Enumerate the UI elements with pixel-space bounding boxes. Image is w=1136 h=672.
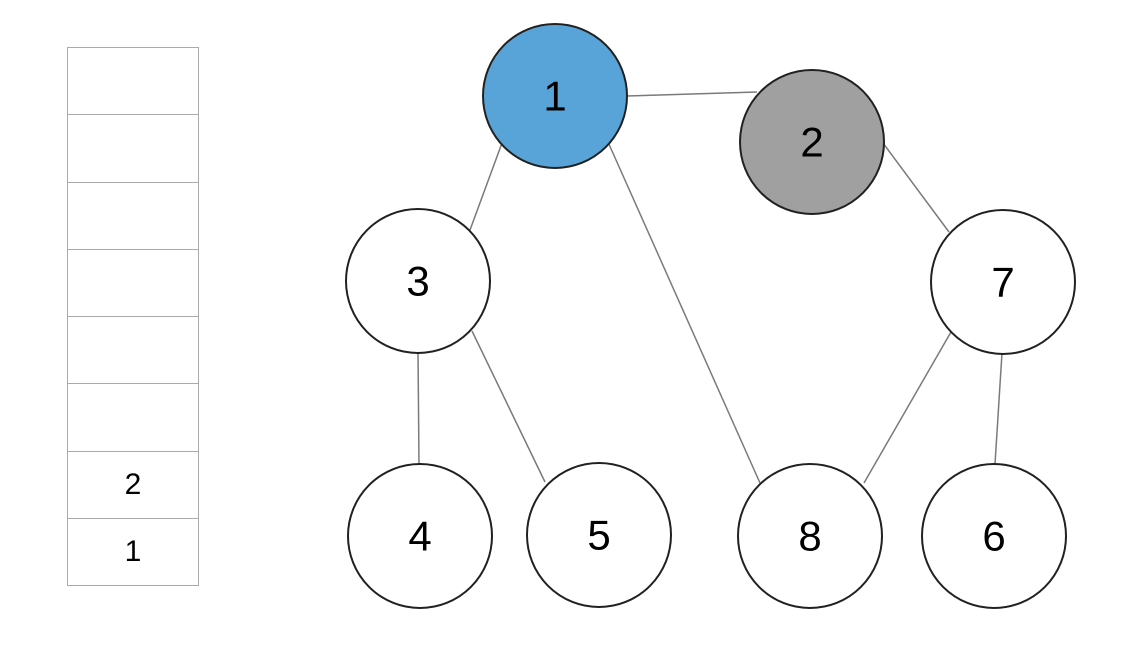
node-circle-2[interactable] (739, 69, 885, 215)
edge-1-2 (625, 91, 758, 97)
stack-cell (68, 182, 198, 250)
edge-3-5 (471, 330, 546, 483)
edge-2-7 (882, 142, 950, 233)
node-circle-6[interactable] (921, 463, 1067, 609)
node-circle-5[interactable] (526, 462, 672, 608)
graph-node-8[interactable]: 8 (737, 463, 883, 609)
node-circle-4[interactable] (347, 463, 493, 609)
stack-cell (68, 115, 198, 183)
node-circle-3[interactable] (345, 208, 491, 354)
stack-cell (68, 384, 198, 452)
node-circle-8[interactable] (737, 463, 883, 609)
edge-1-8 (607, 141, 761, 484)
stack-cell: 2 (68, 451, 198, 519)
graph-node-5[interactable]: 5 (526, 462, 672, 608)
graph-node-3[interactable]: 3 (345, 208, 491, 354)
stack-cell (68, 317, 198, 385)
stack-cell (68, 48, 198, 116)
stack-cell: 1 (68, 518, 198, 585)
graph-node-1[interactable]: 1 (482, 23, 628, 169)
graph-node-7[interactable]: 7 (930, 209, 1076, 355)
node-circle-7[interactable] (930, 209, 1076, 355)
edge-7-8 (863, 331, 952, 484)
edge-7-6 (994, 352, 1003, 465)
graph-node-2[interactable]: 2 (739, 69, 885, 215)
graph-node-4[interactable]: 4 (347, 463, 493, 609)
edge-1-3 (469, 142, 503, 231)
edge-3-4 (417, 351, 420, 465)
stack-cell (68, 249, 198, 317)
edge-layer (417, 91, 1003, 484)
node-circle-1[interactable] (482, 23, 628, 169)
graph-node-6[interactable]: 6 (921, 463, 1067, 609)
